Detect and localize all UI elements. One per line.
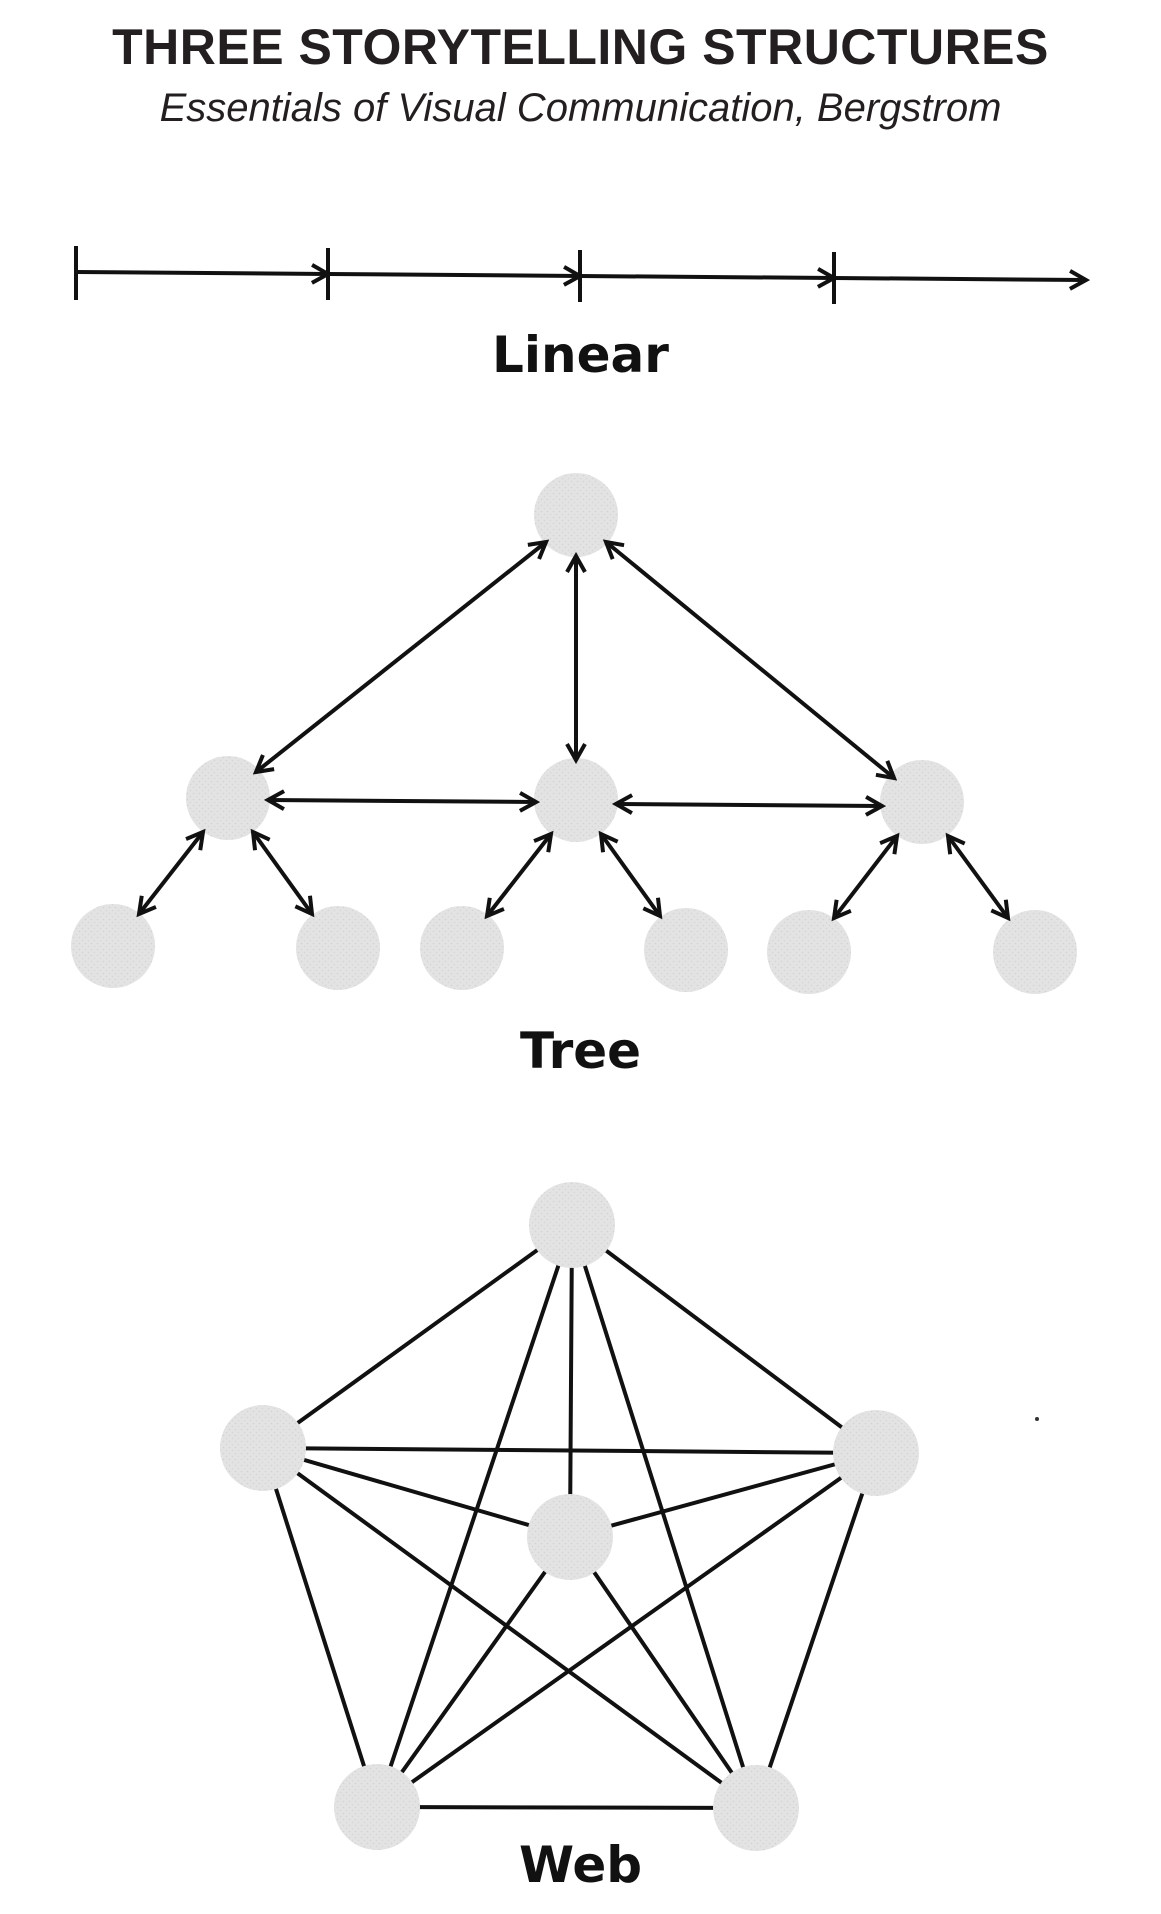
linear-diagram bbox=[74, 246, 1086, 304]
linear-segment-4 bbox=[833, 278, 1086, 280]
label-tree: Tree bbox=[519, 1022, 642, 1080]
speck-mark bbox=[1035, 1417, 1039, 1421]
web-node-center bbox=[527, 1494, 613, 1580]
tree-leaf-2 bbox=[296, 906, 380, 990]
tree-node-right bbox=[880, 760, 964, 844]
tree-node-root bbox=[534, 473, 618, 557]
tree-diagram bbox=[71, 473, 1077, 994]
web-diagram bbox=[220, 1182, 1039, 1851]
tree-nodes bbox=[71, 473, 1077, 994]
web-edge-top-center bbox=[568, 1223, 574, 1539]
tree-edge-root-right bbox=[606, 542, 894, 778]
tree-leaf-4 bbox=[644, 908, 728, 992]
web-edges bbox=[261, 1223, 878, 1810]
tree-edge-left-leaf-1 bbox=[139, 832, 203, 914]
tree-leaf-6 bbox=[993, 910, 1077, 994]
web-node-bottom-left bbox=[334, 1764, 420, 1850]
tree-edge-left-leaf-2 bbox=[253, 832, 312, 914]
web-node-left bbox=[220, 1405, 306, 1491]
page-title: THREE STORYTELLING STRUCTURES bbox=[112, 19, 1049, 75]
tree-edge-middle-leaf-3 bbox=[487, 834, 551, 916]
web-edge-top-bottomright bbox=[570, 1223, 758, 1810]
web-edge-right-bottomright bbox=[754, 1451, 878, 1810]
corner-logo-fragment: ▁▁ bbox=[0, 1898, 80, 1914]
tree-edge-right-leaf-5 bbox=[834, 836, 897, 918]
web-edge-left-center bbox=[261, 1446, 572, 1539]
web-edge-right-bottomleft bbox=[375, 1451, 878, 1809]
tree-edge-middle-right bbox=[616, 804, 882, 806]
tree-edge-middle-leaf-4 bbox=[601, 834, 660, 916]
tree-edge-right-leaf-6 bbox=[948, 836, 1008, 918]
tree-node-left bbox=[186, 756, 270, 840]
web-node-bottom-right bbox=[713, 1765, 799, 1851]
web-edge-center-bottomright bbox=[568, 1535, 758, 1810]
web-edge-left-right bbox=[261, 1446, 878, 1455]
label-web: Web bbox=[518, 1836, 643, 1894]
tree-leaf-1 bbox=[71, 904, 155, 988]
tree-edges bbox=[139, 542, 1008, 918]
web-edge-bottomleft-bottomright bbox=[375, 1805, 758, 1810]
tree-leaf-3 bbox=[420, 906, 504, 990]
linear-segment-1 bbox=[75, 272, 328, 274]
web-edge-top-bottomleft bbox=[375, 1223, 574, 1809]
web-edge-top-right bbox=[570, 1223, 878, 1455]
web-nodes bbox=[220, 1182, 919, 1851]
web-edge-left-bottomright bbox=[261, 1446, 758, 1810]
tree-edge-left-middle bbox=[268, 800, 536, 802]
web-edge-center-bottomleft bbox=[375, 1535, 572, 1809]
tree-node-middle bbox=[534, 758, 618, 842]
linear-segment-2 bbox=[327, 274, 580, 276]
web-edge-top-left bbox=[261, 1223, 574, 1450]
label-linear: Linear bbox=[492, 326, 669, 384]
linear-segment-3 bbox=[579, 276, 834, 278]
web-edge-right-center bbox=[568, 1451, 878, 1539]
web-node-top bbox=[529, 1182, 615, 1268]
web-edge-left-bottomleft bbox=[261, 1446, 379, 1809]
web-node-right bbox=[833, 1410, 919, 1496]
tree-leaf-5 bbox=[767, 910, 851, 994]
page-subtitle: Essentials of Visual Communication, Berg… bbox=[159, 86, 1002, 130]
tree-edge-root-left bbox=[256, 542, 546, 772]
